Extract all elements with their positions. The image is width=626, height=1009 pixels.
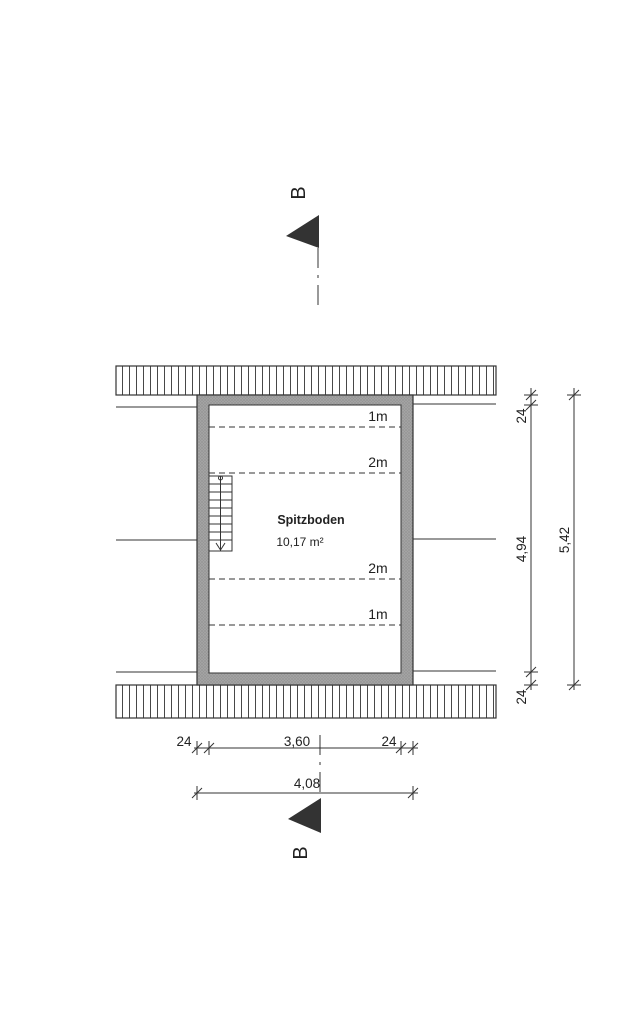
section-arrow-top xyxy=(286,215,319,248)
structure-lines xyxy=(116,403,496,673)
dim-wall-left: 24 xyxy=(176,734,192,749)
room-area: 10,17 m² xyxy=(276,535,323,549)
height-zone-lines xyxy=(209,426,401,626)
room-interior xyxy=(208,404,402,674)
height-label-1: 1m xyxy=(368,408,387,424)
dim-outer-length: 5,42 xyxy=(557,527,572,553)
dim-outer-width: 4,08 xyxy=(294,776,320,791)
roof-eave-bottom xyxy=(115,684,497,719)
section-marker-top: B xyxy=(286,186,319,312)
height-label-4: 1m xyxy=(368,606,387,622)
dim-wall-top: 24 xyxy=(514,408,529,424)
dim-inner-length: 4,94 xyxy=(514,535,529,562)
room-name: Spitzboden xyxy=(277,513,344,527)
roof-eave-top xyxy=(115,365,497,396)
section-letter-top: B xyxy=(288,186,310,199)
dim-inner-width: 3,60 xyxy=(284,734,310,749)
section-marker-bottom: B xyxy=(288,735,321,860)
height-label-3: 2m xyxy=(368,560,387,576)
section-arrow-bottom xyxy=(288,798,321,833)
walls xyxy=(196,394,414,686)
section-letter-bottom: B xyxy=(290,846,312,859)
stair xyxy=(208,475,233,552)
height-label-2: 2m xyxy=(368,454,387,470)
dim-lines-right xyxy=(524,388,581,691)
dim-lines-bottom xyxy=(191,741,419,800)
dim-wall-bottom: 24 xyxy=(514,689,529,705)
dim-wall-right: 24 xyxy=(381,734,397,749)
